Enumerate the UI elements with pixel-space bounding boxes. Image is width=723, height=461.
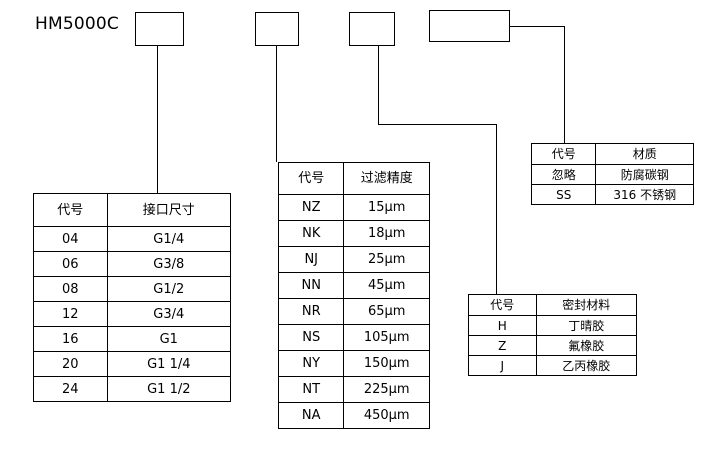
cell-code: 06 xyxy=(33,251,108,277)
cell-value: G1/4 xyxy=(106,226,232,252)
code-box-material xyxy=(429,10,510,42)
cell-value: 225μm xyxy=(343,376,430,403)
cell-value: 150μm xyxy=(343,350,430,377)
connector-material-h xyxy=(510,26,565,27)
cell-value: G1 xyxy=(106,326,232,352)
cell-value: 乙丙橡胶 xyxy=(535,355,638,376)
cell-code: 20 xyxy=(33,351,108,377)
cell-code: NN xyxy=(277,272,345,299)
cell-value: 15μm xyxy=(343,194,430,221)
code-box-seal xyxy=(349,12,395,46)
cell-code: 12 xyxy=(33,301,108,327)
header-seal-material: 密封材料 xyxy=(535,294,638,316)
cell-code: H xyxy=(468,315,537,336)
cell-code: J xyxy=(468,355,537,376)
cell-code: 16 xyxy=(33,326,108,352)
cell-code: 24 xyxy=(33,376,108,402)
table-header-row: 代号 密封材料 xyxy=(468,294,638,316)
cell-value: 氟橡胶 xyxy=(535,335,638,356)
connector-seal-v2 xyxy=(496,124,497,294)
cell-code: NR xyxy=(277,298,345,325)
cell-code: NJ xyxy=(277,246,345,273)
cell-value: G1 1/2 xyxy=(106,376,232,402)
cell-value: 316 不锈钢 xyxy=(595,184,694,205)
cell-value: 18μm xyxy=(343,220,430,247)
header-filter-precision: 过滤精度 xyxy=(343,162,430,195)
connector-seal-h xyxy=(378,124,497,125)
cell-code: NZ xyxy=(277,194,345,221)
cell-value: 25μm xyxy=(343,246,430,273)
cell-value: G1 1/4 xyxy=(106,351,232,377)
cell-code: Z xyxy=(468,335,537,356)
cell-value: G3/8 xyxy=(106,251,232,277)
header-code: 代号 xyxy=(468,294,537,316)
cell-code: NS xyxy=(277,324,345,351)
model-code: HM5000C xyxy=(35,14,119,34)
cell-code: 08 xyxy=(33,276,108,302)
cell-value: 防腐碳钢 xyxy=(595,164,694,185)
connector-filter xyxy=(276,46,277,162)
cell-code: NY xyxy=(277,350,345,377)
cell-code: 忽略 xyxy=(530,164,597,185)
cell-value: 45μm xyxy=(343,272,430,299)
cell-value: 丁晴胶 xyxy=(535,315,638,336)
cell-value: G1/2 xyxy=(106,276,232,302)
header-material: 材质 xyxy=(595,143,694,165)
header-port-size: 接口尺寸 xyxy=(106,193,232,227)
cell-code: NT xyxy=(277,376,345,403)
table-header-row: 代号 接口尺寸 xyxy=(33,193,232,227)
cell-value: 65μm xyxy=(343,298,430,325)
header-code: 代号 xyxy=(530,143,597,165)
connector-port xyxy=(157,46,158,193)
cell-value: G3/4 xyxy=(106,301,232,327)
table-header-row: 代号 材质 xyxy=(530,143,694,165)
cell-code: 04 xyxy=(33,226,108,252)
cell-code: SS xyxy=(530,184,597,205)
connector-material-v xyxy=(564,26,565,143)
table-header-row: 代号 过滤精度 xyxy=(277,162,430,195)
cell-value: 105μm xyxy=(343,324,430,351)
code-box-port xyxy=(135,12,184,46)
table-row: 忽略防腐碳钢 xyxy=(530,164,694,185)
cell-code: NK xyxy=(277,220,345,247)
cell-value: 450μm xyxy=(343,402,430,429)
header-code: 代号 xyxy=(33,193,108,227)
code-box-filter xyxy=(255,12,299,46)
cell-code: NA xyxy=(277,402,345,429)
connector-seal-v1 xyxy=(378,46,379,124)
header-code: 代号 xyxy=(277,162,345,195)
